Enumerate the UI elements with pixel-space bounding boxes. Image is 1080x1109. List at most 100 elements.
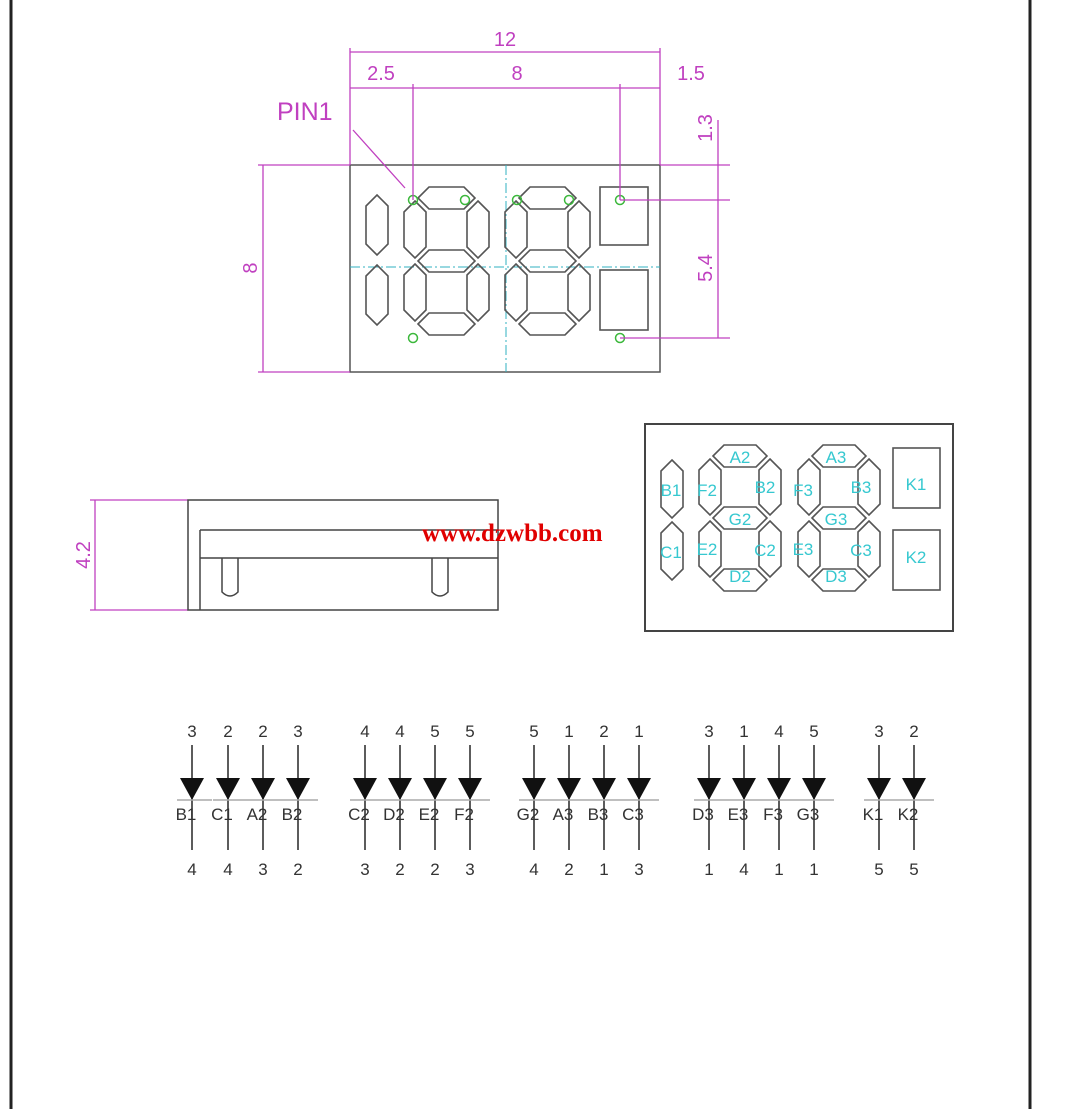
anode-pin-number: 2 [258, 722, 267, 741]
seg-label-3-g: G3 [825, 510, 848, 529]
seg-label-2-b: B2 [755, 478, 776, 497]
segment-name: E2 [419, 805, 440, 824]
segment-name: A2 [247, 805, 268, 824]
side-view [187, 499, 499, 611]
pin-marker [407, 332, 419, 344]
pin-left [221, 558, 239, 597]
bottom-digit2-seg-a [711, 444, 769, 468]
segment-name: D2 [383, 805, 405, 824]
k1-box-bottom [892, 447, 941, 509]
diode-triangle-icon [458, 778, 482, 800]
bottom-digit3-seg-c [857, 519, 881, 579]
bottom-digit3-seg-e [797, 519, 821, 579]
dim-total-width: 12 [494, 29, 516, 51]
anode-pin-number: 2 [909, 722, 918, 741]
dim-top-offset: 1.3 [695, 114, 717, 142]
cathode-pin-number: 4 [529, 860, 538, 879]
cathode-pin-number: 5 [909, 860, 918, 879]
seg-label-c1: C1 [660, 543, 682, 562]
segment-name: F2 [454, 805, 474, 824]
anode-pin-number: 3 [874, 722, 883, 741]
top-digit2-seg-f [403, 199, 427, 260]
seg-label-3-f: F3 [793, 481, 813, 500]
diode-triangle-icon [867, 778, 891, 800]
cathode-pin-number: 3 [360, 860, 369, 879]
diode-triangle-icon [697, 778, 721, 800]
segment-name: D3 [692, 805, 714, 824]
seg-label-2-e: E2 [697, 540, 718, 559]
cathode-pin-number: 4 [739, 860, 748, 879]
bottom-digit3-seg-d [810, 568, 868, 592]
bottom-digit1-seg-c [660, 520, 684, 582]
seg-label-2-f: F2 [697, 481, 717, 500]
cathode-pin-number: 2 [430, 860, 439, 879]
anode-pin-number: 4 [774, 722, 783, 741]
diode-triangle-icon [353, 778, 377, 800]
diode-triangle-icon [592, 778, 616, 800]
bottom-view-body [644, 423, 954, 632]
top-digit2-seg-c [466, 262, 490, 323]
segment-name: B2 [282, 805, 303, 824]
seg-label-2-g: G2 [729, 510, 752, 529]
bottom-digit3-seg-g [810, 506, 868, 530]
diode-triangle-icon [388, 778, 412, 800]
anode-pin-number: 3 [293, 722, 302, 741]
dim-pin-span: 5.4 [695, 254, 717, 282]
segment-name: A3 [553, 805, 574, 824]
segment-name: E3 [728, 805, 749, 824]
anode-pin-number: 5 [430, 722, 439, 741]
diode-triangle-icon [767, 778, 791, 800]
seg-label-2-a: A2 [730, 448, 751, 467]
top-view: 12 2.5 8 1.5 1.3 5.4 8 PIN1 4.2 [73, 29, 730, 611]
top-view-body [349, 164, 661, 373]
pin-marker [563, 194, 575, 206]
seg-label-3-d: D3 [825, 567, 847, 586]
diode-triangle-icon [423, 778, 447, 800]
anode-pin-number: 4 [360, 722, 369, 741]
top-digit2-seg-g [416, 249, 477, 273]
segment-name: B3 [588, 805, 609, 824]
top-digit2-seg-e [403, 262, 427, 323]
pin1-label: PIN1 [277, 98, 333, 126]
cathode-pin-number: 2 [293, 860, 302, 879]
bottom-digit3-seg-b [857, 457, 881, 517]
diode-triangle-icon [627, 778, 651, 800]
bottom-digit2-seg-c [758, 519, 782, 579]
k1-box [599, 186, 649, 246]
anode-pin-number: 5 [465, 722, 474, 741]
diode-f2: 5F2 3 [454, 722, 490, 879]
top-digit1-seg-b [365, 193, 389, 257]
top-digit3-seg-e [504, 262, 528, 323]
cathode-pin-number: 3 [465, 860, 474, 879]
cathode-pin-number: 4 [223, 860, 232, 879]
k2-box-bottom [892, 529, 941, 591]
cathode-pin-number: 3 [634, 860, 643, 879]
seg-label-3-e: E3 [793, 540, 814, 559]
seg-label-3-b: B3 [851, 478, 872, 497]
top-digit2-seg-a [416, 186, 477, 210]
dim-middle: 8 [511, 63, 522, 85]
cathode-pin-number: 1 [809, 860, 818, 879]
watermark: www.dzwbb.com [422, 520, 603, 547]
seg-label-3-a: A3 [826, 448, 847, 467]
bottom-digit2-seg-d [711, 568, 769, 592]
side-dim-height: 4.2 [73, 541, 95, 569]
segment-name: F3 [763, 805, 783, 824]
bottom-digit3-seg-f [797, 457, 821, 517]
diode-schematic: 3B142C142A233B224C234D225E225F235G241A32… [176, 722, 934, 879]
diode-b2: 3B2 2 [282, 722, 318, 879]
top-digit3-seg-f [504, 199, 528, 260]
segment-name: K2 [898, 805, 919, 824]
diode-triangle-icon [902, 778, 926, 800]
anode-pin-number: 5 [529, 722, 538, 741]
pin-marker [459, 194, 471, 206]
top-digit3-seg-d [517, 312, 578, 336]
